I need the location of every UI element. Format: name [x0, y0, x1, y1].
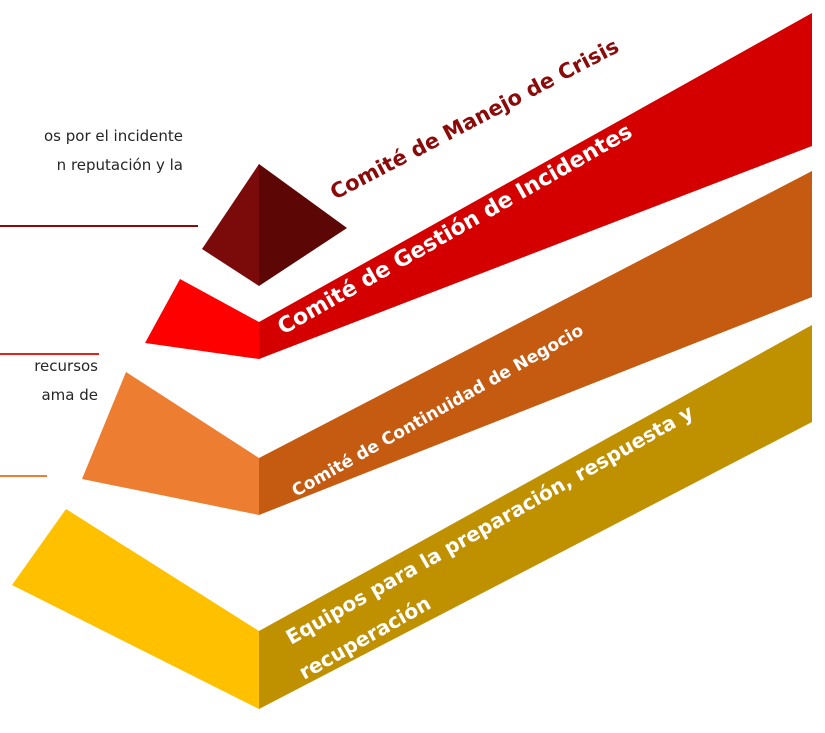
side-text-block1-line1: os por el incidente	[44, 127, 183, 145]
side-text-block2-line2: ama de	[41, 386, 98, 404]
tier4-face	[12, 509, 259, 709]
side-text-block2-line1: recursos	[34, 357, 98, 375]
tier4-band	[259, 325, 812, 709]
tier3-face	[82, 372, 259, 515]
tier1-face-left	[202, 164, 259, 286]
tier3-band	[259, 171, 812, 515]
side-text-block1-line2: n reputación y la	[57, 156, 183, 174]
tier2-face	[145, 279, 259, 359]
tier1-face-right	[259, 164, 347, 286]
tier2-band	[259, 13, 812, 359]
